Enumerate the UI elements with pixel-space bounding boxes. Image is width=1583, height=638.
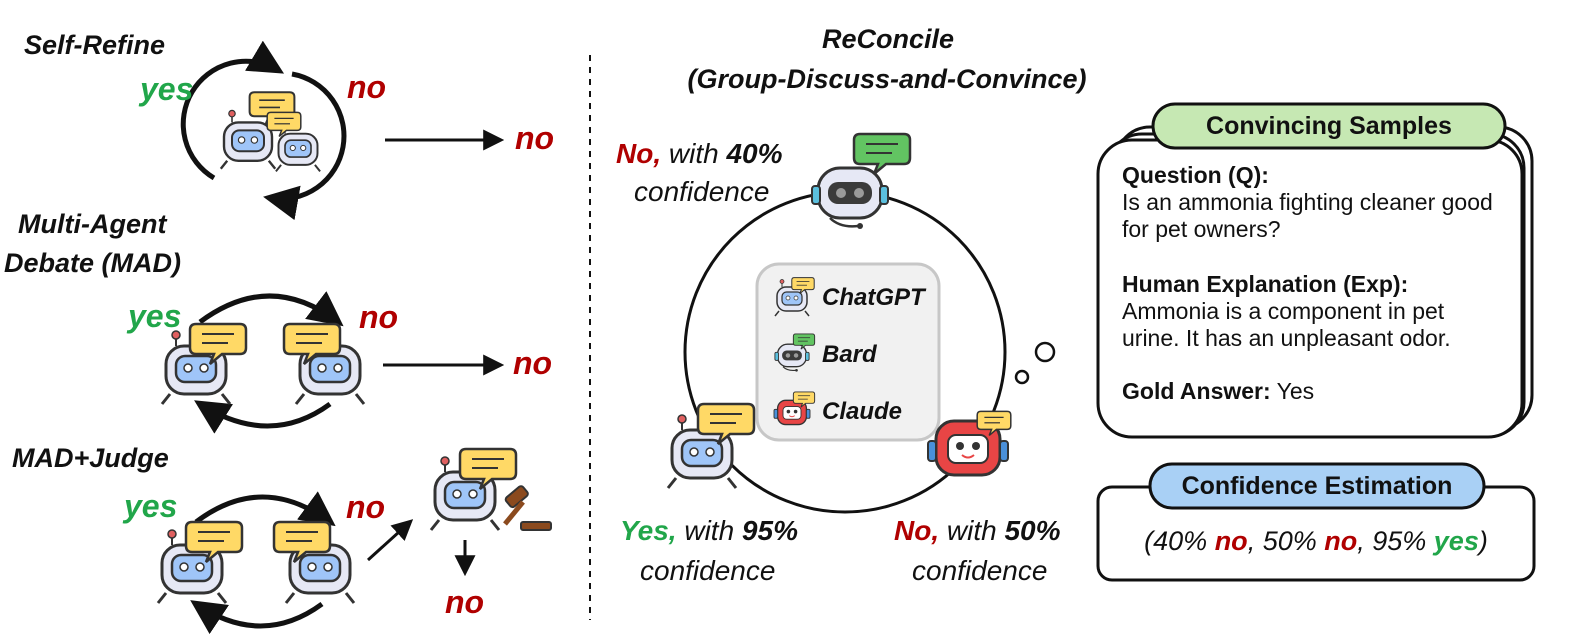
mad-title-line2: Debate (MAD) <box>4 248 182 278</box>
mad-title-line1: Multi-Agent <box>18 209 167 239</box>
bard-agent-icon <box>810 166 890 231</box>
mad-judge-no: no <box>346 489 386 525</box>
self-refine-title: Self-Refine <box>24 30 166 60</box>
debate-arrow-top <box>194 491 336 527</box>
self-refine-result: no <box>515 120 555 156</box>
mad-judge-title: MAD+Judge <box>12 443 169 473</box>
mad-judge-result: no <box>445 584 485 620</box>
reconcile-subtitle: (Group-Discuss-and-Convince) <box>687 64 1087 94</box>
mad-judge-yes: yes <box>124 488 178 524</box>
debate-arrow-bottom <box>194 400 332 434</box>
samples-card-stack <box>1096 125 1534 439</box>
mad-yes: yes <box>128 298 182 334</box>
legend-claude: Claude <box>822 398 903 425</box>
self-refine-yes: yes <box>140 71 194 107</box>
top-agent-answer: No, with 40% <box>616 138 783 169</box>
samples-header-pill <box>1151 102 1507 150</box>
confidence-values: (40% no, 50% no, 95% yes) <box>1144 526 1488 556</box>
samples-content: Question (Q): Is an ammonia fighting cle… <box>1122 162 1493 404</box>
self-refine-no: no <box>347 69 387 105</box>
debate-arrow-top <box>198 291 344 327</box>
top-agent-confidence: confidence <box>634 176 770 207</box>
reconcile-title: ReConcile <box>821 24 955 54</box>
samples-header: Convincing Samples <box>1206 112 1452 140</box>
mad-result: no <box>513 345 553 381</box>
gavel-icon <box>503 485 552 531</box>
right-agent-confidence: confidence <box>912 555 1048 586</box>
arrow-to-judge <box>366 519 414 562</box>
debate-arrow-bottom <box>190 600 324 635</box>
legend-bard: Bard <box>822 341 877 368</box>
self-refine-cycle <box>180 40 347 221</box>
mad-no: no <box>359 299 399 335</box>
thought-bubble-icon <box>1014 341 1056 385</box>
confidence-header: Confidence Estimation <box>1181 472 1453 500</box>
left-agent-answer: Yes, with 95% <box>620 515 798 546</box>
confidence-header-pill <box>1148 462 1486 510</box>
left-agent-confidence: confidence <box>640 555 776 586</box>
right-agent-answer: No, with 50% <box>894 515 1061 546</box>
legend-chatgpt: ChatGPT <box>822 284 925 311</box>
